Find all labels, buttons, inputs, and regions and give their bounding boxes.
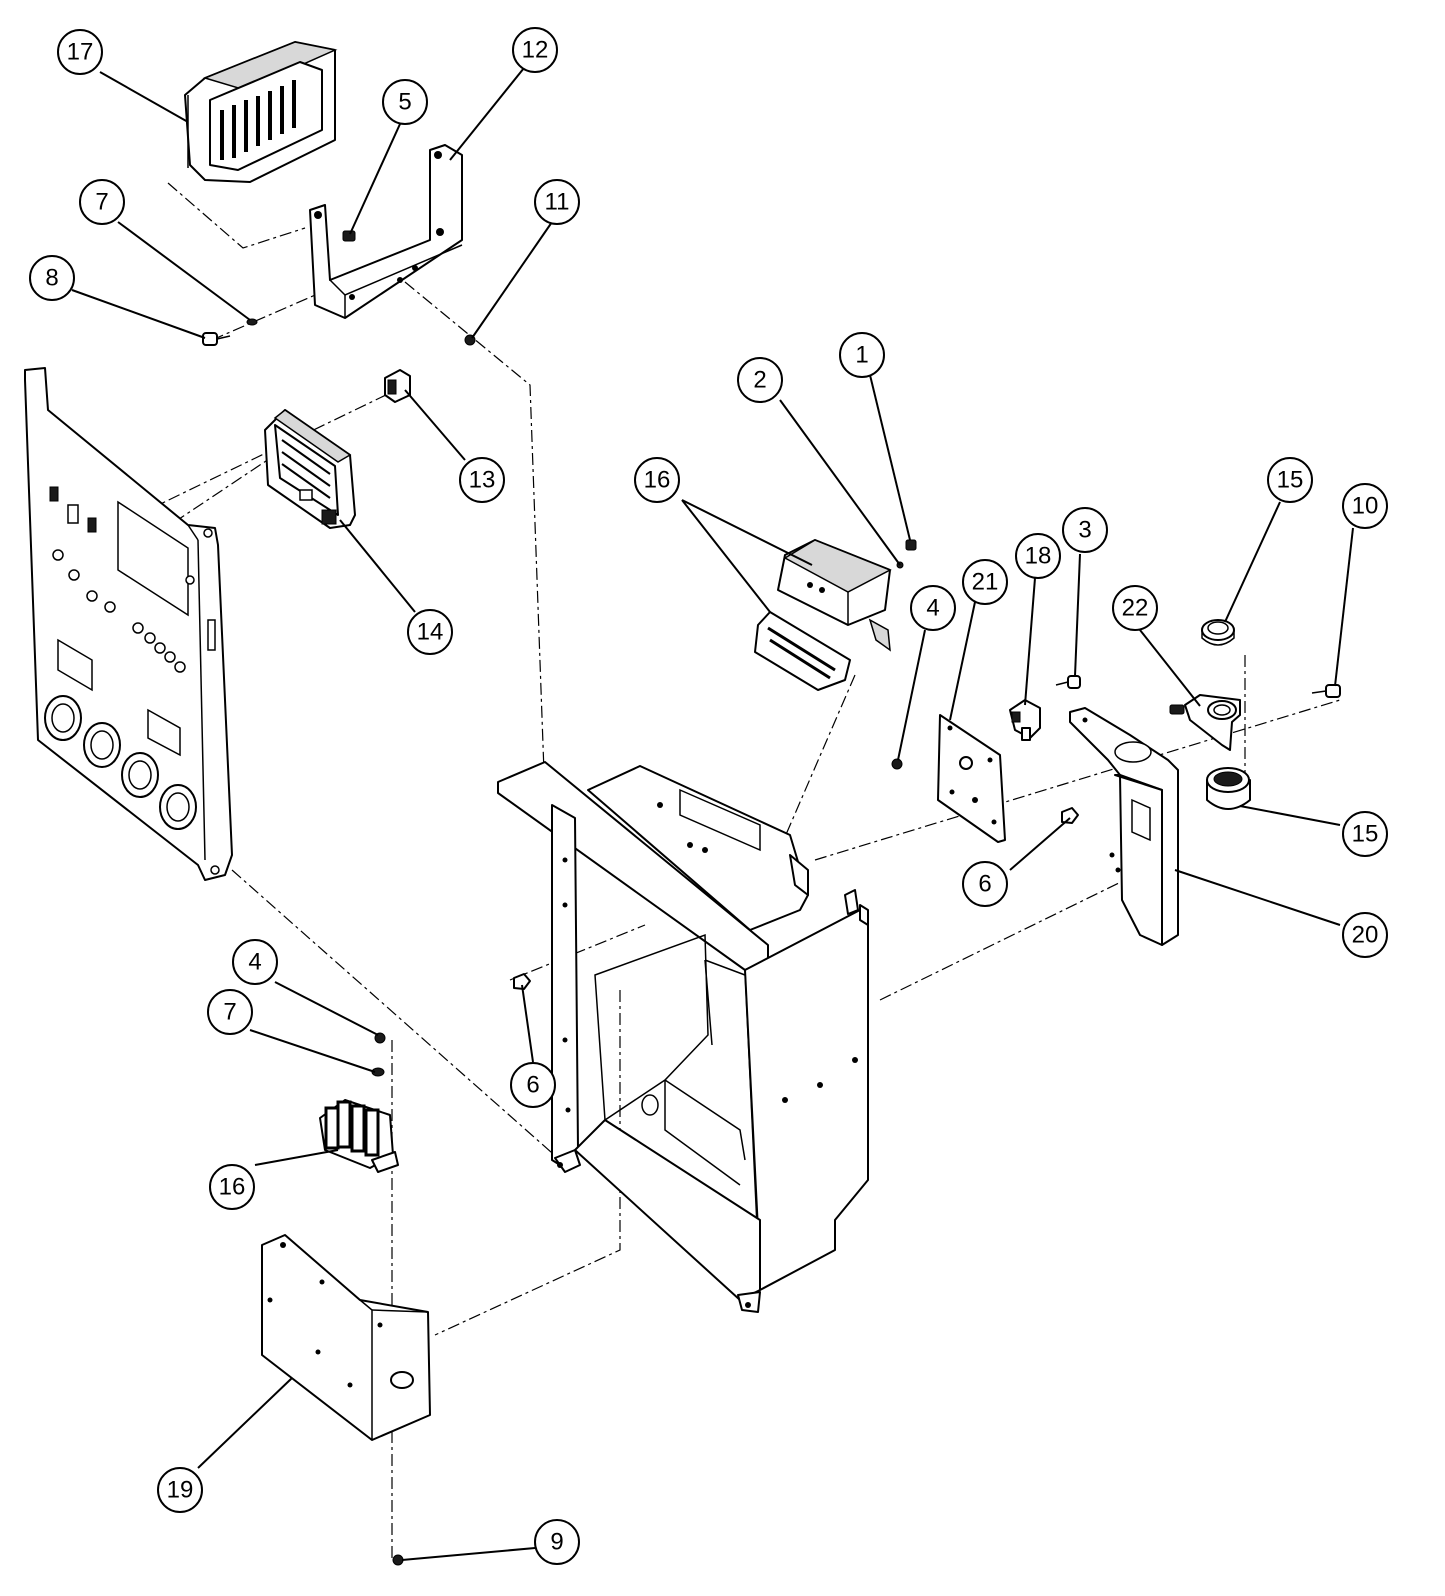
callout-6-right: 6: [962, 861, 1008, 907]
nut-6-right: [1061, 807, 1079, 824]
svg-text:10: 10: [1352, 493, 1379, 520]
screw-10: [1311, 684, 1341, 698]
callout-14: 14: [407, 609, 453, 655]
svg-text:16: 16: [644, 467, 671, 494]
callout-21: 21: [962, 559, 1008, 605]
main-chassis: [497, 761, 869, 1313]
svg-text:22: 22: [1122, 595, 1149, 622]
display-module-14: [264, 409, 356, 529]
svg-text:6: 6: [526, 1072, 539, 1099]
screw-3: [1055, 675, 1081, 689]
callout-20: 20: [1342, 912, 1388, 958]
svg-text:8: 8: [45, 265, 58, 292]
callout-4-left: 4: [232, 939, 278, 985]
callout-15-bottom: 15: [1342, 811, 1388, 857]
callout-18: 18: [1015, 533, 1061, 579]
svg-text:3: 3: [1078, 517, 1091, 544]
svg-text:18: 18: [1025, 543, 1052, 570]
callout-8: 8: [29, 255, 75, 301]
svg-text:16: 16: [219, 1174, 246, 1201]
terminal-block-16-bottom: [319, 1099, 399, 1173]
switch-13: [384, 369, 411, 403]
callout-11: 11: [534, 179, 580, 225]
svg-text:14: 14: [417, 619, 444, 646]
svg-text:15: 15: [1352, 821, 1379, 848]
callout-4-right: 4: [910, 585, 956, 631]
svg-text:7: 7: [223, 999, 236, 1026]
callout-19: 19: [157, 1467, 203, 1513]
front-panel: [24, 367, 233, 881]
controller-module-17: [184, 41, 338, 183]
svg-text:11: 11: [545, 189, 570, 216]
screw-5: [342, 230, 356, 242]
callout-1: 1: [839, 332, 885, 378]
sensor-18: [1009, 699, 1041, 741]
screw-9: [392, 1554, 404, 1566]
mounting-plate-21: [937, 714, 1006, 843]
svg-text:6: 6: [978, 871, 991, 898]
svg-text:12: 12: [522, 37, 549, 64]
hardware: [202, 230, 1341, 1566]
lower-bracket-19: [261, 1234, 431, 1441]
callout-15-top: 15: [1267, 457, 1313, 503]
assembly-centerlines: [147, 182, 1341, 1560]
callout-16-bottom: 16: [209, 1164, 255, 1210]
svg-text:21: 21: [972, 569, 999, 596]
nut-6-left: [513, 973, 531, 990]
washer-4-right: [891, 758, 903, 770]
callout-13: 13: [459, 457, 505, 503]
svg-text:20: 20: [1352, 922, 1379, 949]
callout-2: 2: [737, 357, 783, 403]
svg-text:1: 1: [855, 342, 868, 369]
screw-1: [905, 539, 917, 551]
svg-text:2: 2: [753, 367, 766, 394]
svg-text:4: 4: [926, 595, 939, 622]
callout-3: 3: [1062, 507, 1108, 553]
svg-text:9: 9: [550, 1529, 563, 1556]
svg-text:4: 4: [248, 949, 261, 976]
callout-17: 17: [57, 29, 103, 75]
flange-22: [1169, 694, 1241, 751]
callout-9: 9: [534, 1519, 580, 1565]
screw-8: [202, 332, 231, 346]
svg-text:15: 15: [1277, 467, 1304, 494]
svg-text:13: 13: [469, 467, 496, 494]
callout-22: 22: [1112, 585, 1158, 631]
relay-16-top: [754, 539, 892, 691]
mounting-bracket-12: [309, 144, 463, 319]
callout-6-left: 6: [510, 1062, 556, 1108]
callout-16-top: 16: [634, 457, 680, 503]
svg-text:17: 17: [67, 39, 94, 66]
ring-15-bottom: [1206, 767, 1251, 810]
ring-15-top: [1201, 619, 1235, 646]
svg-text:7: 7: [95, 189, 108, 216]
l-bracket-20: [1069, 707, 1179, 946]
callout-7-lower: 7: [207, 989, 253, 1035]
svg-text:19: 19: [167, 1477, 194, 1504]
leader-lines: [71, 67, 1354, 1561]
svg-text:5: 5: [398, 89, 411, 116]
callout-7-top: 7: [79, 179, 125, 225]
callout-10: 10: [1342, 483, 1388, 529]
callout-5: 5: [382, 79, 428, 125]
callout-12: 12: [512, 27, 558, 73]
